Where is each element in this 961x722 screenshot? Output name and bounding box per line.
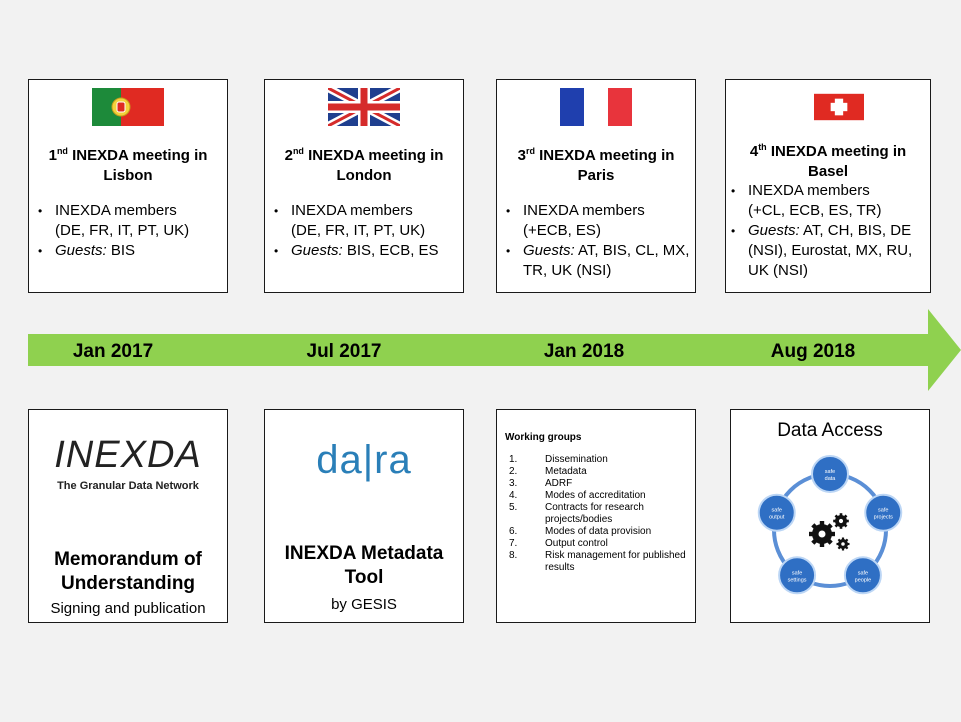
list-item: 8.Risk management for published results: [509, 550, 686, 573]
cycle-node-label: safe: [792, 570, 802, 576]
date-label: Jan 2017: [72, 341, 154, 362]
gears-icon: [809, 521, 835, 547]
card-subtitle: by GESIS: [331, 596, 397, 613]
list-item: 4.Modes of accreditation: [509, 490, 646, 501]
working-groups-list: 1.Dissemination 2.Metadata 3.ADRF 4.Mode…: [509, 454, 689, 574]
guests-item: Guests: BIS, ECB, ES: [269, 241, 459, 261]
inexda-tagline: The Granular Data Network: [57, 480, 199, 492]
guests-item: Guests: BIS: [33, 241, 223, 261]
meeting-card-basel: 4th INEXDA meeting in Basel INEXDA membe…: [725, 79, 931, 293]
inexda-logo: INEXDA: [54, 434, 202, 476]
switzerland-flag-icon: [814, 93, 864, 121]
list-item: 1.Dissemination: [509, 454, 608, 465]
meeting-title: 3rd INEXDA meeting in Paris: [517, 146, 675, 185]
uk-flag-icon: [328, 88, 400, 126]
list-item: 6.Modes of data provision: [509, 526, 652, 537]
mou-card: INEXDA The Granular Data Network Memoran…: [28, 409, 228, 623]
date-label: Aug 2018: [770, 341, 856, 362]
cycle-node-label: safe: [772, 508, 782, 514]
cycle-node-label: safe: [858, 570, 868, 576]
members-item: INEXDA members(+CL, ECB, ES, TR): [726, 181, 926, 221]
dara-logo: da|ra: [316, 438, 412, 482]
meeting-details: INEXDA members(+ECB, ES) Guests: AT, BIS…: [501, 201, 691, 281]
members-item: INEXDA members(+ECB, ES): [501, 201, 691, 241]
card-subtitle: Signing and publication: [50, 600, 206, 617]
date-label: Jan 2018: [543, 341, 625, 362]
meeting-card-paris: 3rd INEXDA meeting in Paris INEXDA membe…: [496, 79, 696, 293]
cycle-node-label: data: [825, 476, 837, 482]
meeting-title: 4th INEXDA meeting in Basel: [749, 142, 907, 181]
cycle-node-label: output: [769, 515, 785, 521]
meeting-card-lisbon: 1nd INEXDA meeting in Lisbon INEXDA memb…: [28, 79, 228, 293]
card-title: Data Access: [777, 420, 883, 441]
gears-icon: [833, 513, 849, 529]
working-groups-title: Working groups: [505, 432, 582, 443]
guests-item: Guests: AT, CH, BIS, DE (NSI), Eurostat,…: [726, 221, 926, 281]
list-item: 5.Contracts for research projects/bodies: [509, 502, 644, 525]
cycle-node-label: people: [855, 577, 872, 583]
working-groups-card: Working groups 1.Dissemination 2.Metadat…: [496, 409, 696, 623]
cycle-node-label: safe: [825, 469, 835, 475]
list-item: 2.Metadata: [509, 466, 587, 477]
date-label: Jul 2017: [306, 341, 382, 362]
cycle-node-label: settings: [788, 577, 807, 583]
meeting-title: 2nd INEXDA meeting in London: [284, 146, 444, 185]
members-item: INEXDA members(DE, FR, IT, PT, UK): [269, 201, 459, 241]
portugal-flag-icon: [92, 88, 164, 126]
members-item: INEXDA members(DE, FR, IT, PT, UK): [33, 201, 223, 241]
meeting-details: INEXDA members(DE, FR, IT, PT, UK) Guest…: [269, 201, 459, 261]
cycle-node-label: projects: [874, 515, 894, 521]
meeting-details: INEXDA members(+CL, ECB, ES, TR) Guests:…: [726, 181, 926, 281]
france-flag-icon: [560, 88, 632, 126]
data-access-diagram: safedatasafeprojectssafepeoplesafesettin…: [757, 455, 903, 595]
guests-item: Guests: AT, BIS, CL, MX, TR, UK (NSI): [501, 241, 691, 281]
gears-icon: [836, 537, 850, 551]
list-item: 3.ADRF: [509, 478, 573, 489]
meeting-title: 1nd INEXDA meeting in Lisbon: [48, 146, 208, 185]
meeting-details: INEXDA members(DE, FR, IT, PT, UK) Guest…: [33, 201, 223, 261]
list-item: 7.Output control: [509, 538, 608, 549]
cycle-node-label: safe: [878, 508, 888, 514]
meeting-card-london: 2nd INEXDA meeting in London INEXDA memb…: [264, 79, 464, 293]
